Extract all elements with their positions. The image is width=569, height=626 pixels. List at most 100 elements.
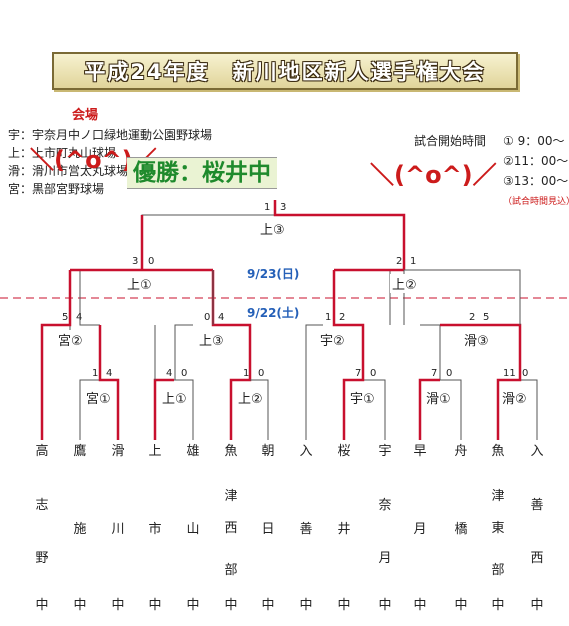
team-name-char: 川 bbox=[111, 522, 125, 537]
score: 0 bbox=[370, 368, 377, 379]
bracket-line bbox=[174, 324, 193, 380]
team-name-char: 中 bbox=[337, 598, 351, 613]
team-name-char: 中 bbox=[111, 598, 125, 613]
page-title: 平成24年度 新川地区新人選手権大会 bbox=[84, 60, 486, 84]
team-name-char: 月 bbox=[413, 522, 427, 537]
team-name-char: 部 bbox=[491, 563, 505, 578]
bracket-line bbox=[363, 379, 386, 440]
score: 7 bbox=[431, 368, 438, 379]
team-name-char: 中 bbox=[35, 598, 49, 613]
team-name-char: 舟 bbox=[454, 444, 468, 459]
win-line bbox=[40, 270, 72, 440]
team-name-char: 中 bbox=[186, 598, 200, 613]
score: 0 bbox=[522, 368, 529, 379]
win-line bbox=[418, 378, 440, 440]
venue-label: 上① bbox=[125, 274, 154, 293]
score: 4 bbox=[218, 312, 225, 323]
score: 1 bbox=[243, 368, 250, 379]
team-name-char: 中 bbox=[530, 598, 544, 613]
team-name-char: 魚 bbox=[491, 444, 505, 459]
venue-label: 宇② bbox=[318, 330, 347, 349]
venue-label: 滑③ bbox=[462, 330, 491, 349]
score: 2 bbox=[396, 256, 403, 267]
venue-label: 上② bbox=[236, 388, 265, 407]
team-name-char: 雄 bbox=[186, 444, 200, 459]
team-name-char: 津 bbox=[224, 489, 238, 504]
team-name-char: 中 bbox=[148, 598, 162, 613]
team-name-char: 西 bbox=[224, 521, 238, 536]
team-name-char: 高 bbox=[35, 444, 49, 459]
score: 0 bbox=[446, 368, 453, 379]
venue-item: 上：上市町丸山球場 bbox=[8, 146, 117, 160]
venue-heading: 会場 bbox=[72, 108, 99, 123]
score: 3 bbox=[280, 202, 287, 213]
win-line bbox=[98, 325, 120, 440]
score: 1 bbox=[92, 368, 99, 379]
team-name-char: 善 bbox=[530, 498, 544, 513]
score: 0 bbox=[148, 256, 155, 267]
win-line bbox=[273, 200, 406, 270]
score: 1 bbox=[264, 202, 271, 213]
team-name-char: 中 bbox=[261, 598, 275, 613]
team-name-char: 入 bbox=[299, 444, 313, 459]
team-name-char: 朝 bbox=[261, 444, 275, 459]
schedule-label: 試合開始時間 bbox=[414, 134, 487, 148]
schedule-time: ① 9：00～ bbox=[503, 134, 565, 148]
date-label: 9/23(日) bbox=[247, 267, 300, 281]
team-name-char: 月 bbox=[378, 551, 392, 566]
team-name-char: 志 bbox=[35, 498, 49, 513]
bracket-line bbox=[305, 324, 323, 440]
venue-item: 滑：滑川市営太丸球場 bbox=[8, 164, 129, 178]
win-line bbox=[440, 323, 522, 440]
win-line bbox=[332, 270, 365, 440]
bracket-line bbox=[141, 214, 275, 270]
venue-label: 上③ bbox=[258, 219, 287, 238]
score: 5 bbox=[483, 312, 490, 323]
team-name-char: 橋 bbox=[454, 522, 468, 537]
team-name-char: 中 bbox=[299, 598, 313, 613]
team-name-char: 井 bbox=[337, 522, 351, 537]
team-name-char: 中 bbox=[454, 598, 468, 613]
venue-item: 宇：宇奈月中ノ口緑地運動公園野球場 bbox=[8, 128, 213, 142]
score: 4 bbox=[76, 312, 83, 323]
team-name-char: 中 bbox=[413, 598, 427, 613]
venue-label: 上③ bbox=[197, 330, 226, 349]
bracket-line bbox=[520, 379, 538, 440]
score: 0 bbox=[204, 312, 211, 323]
winner-banner: 優勝：桜井中 bbox=[127, 157, 277, 189]
team-name-char: 宇 bbox=[378, 444, 392, 459]
win-line bbox=[211, 270, 252, 440]
team-name-char: 野 bbox=[35, 551, 49, 566]
schedule-time: ②11：00～ bbox=[503, 154, 569, 168]
venue-label: 上① bbox=[160, 388, 189, 407]
score: 4 bbox=[166, 368, 173, 379]
team-name-char: 日 bbox=[261, 522, 275, 537]
team-name-char: 中 bbox=[224, 598, 238, 613]
team-name-char: 中 bbox=[491, 598, 505, 613]
score: 0 bbox=[258, 368, 265, 379]
team-name-char: 西 bbox=[530, 551, 544, 566]
score: 3 bbox=[132, 256, 139, 267]
bracket-line bbox=[79, 379, 100, 440]
score: 7 bbox=[355, 368, 362, 379]
venue-label: 宮② bbox=[56, 330, 85, 349]
team-name-char: 山 bbox=[186, 522, 200, 537]
bracket-line bbox=[404, 269, 521, 325]
team-name-char: 善 bbox=[299, 522, 313, 537]
team-name-char: 東 bbox=[491, 521, 505, 536]
team-name-char: 中 bbox=[73, 598, 87, 613]
bracket-line bbox=[174, 379, 194, 440]
venue-label: 滑① bbox=[424, 388, 453, 407]
score: 1 bbox=[325, 312, 332, 323]
team-name-char: 部 bbox=[224, 563, 238, 578]
team-name-char: 市 bbox=[148, 522, 162, 537]
score: 11 bbox=[503, 368, 516, 379]
bracket-line bbox=[79, 270, 100, 326]
team-name-char: 魚 bbox=[224, 444, 238, 459]
score: 0 bbox=[181, 368, 188, 379]
venue-label: 宮① bbox=[84, 388, 113, 407]
team-name-char: 中 bbox=[378, 598, 392, 613]
venue-item: 宮：黒部宮野球場 bbox=[8, 182, 105, 196]
venue-label: 上② bbox=[390, 274, 419, 293]
